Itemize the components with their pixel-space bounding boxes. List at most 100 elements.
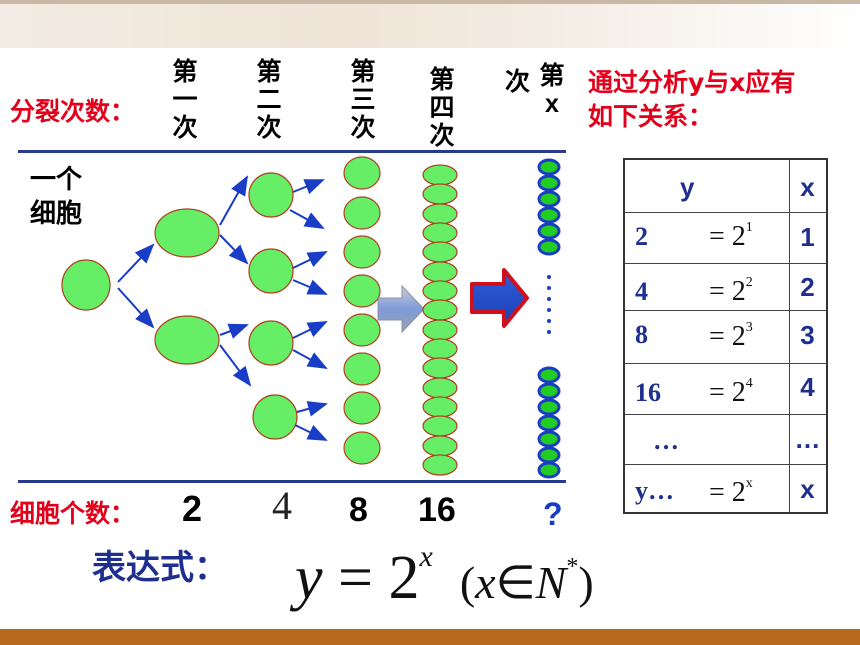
table-row-1-eq: = 21 (709, 220, 753, 253)
ellipsis-dot (547, 330, 551, 334)
cell-gen1-b (154, 315, 220, 365)
analysis-text: 通过分析y与x应有 如下关系： (588, 66, 795, 134)
gen1-char1: 第 (172, 57, 198, 86)
arrow-g1a-g2a (219, 175, 248, 226)
cell-gen4 (422, 396, 458, 418)
bottom-divider-line (18, 480, 566, 483)
genx-cells-bottom (537, 366, 561, 479)
cell-genx (537, 222, 561, 240)
generation-4-label: 第 四 次 (428, 66, 456, 150)
gen3-char2: 三 (350, 85, 376, 114)
table-row-1-x: 1 (800, 222, 815, 252)
ellipsis-dot (547, 286, 551, 290)
cell-count-genx: ? (543, 496, 563, 532)
gray-blue-right-arrow-icon (377, 284, 425, 334)
arrow-g2c-down (292, 349, 328, 369)
analysis-line-2: 如下关系： (588, 102, 714, 131)
cell-genx (537, 382, 561, 400)
table-row (625, 414, 826, 415)
cell-gen4 (422, 183, 458, 205)
table-row-1-y: 2 (635, 222, 648, 251)
table-row-2-x: 2 (800, 272, 815, 302)
cell-genx (537, 461, 561, 479)
gen3-char3: 次 (350, 113, 376, 142)
cell-gen3 (343, 156, 381, 190)
eq-text: = 2 (709, 276, 746, 307)
cell-gen4 (422, 164, 458, 186)
cell-gen2-b (248, 248, 294, 294)
cell-gen4 (422, 261, 458, 283)
generation-x-ci: 次 (505, 67, 531, 96)
cell-genx (537, 158, 561, 176)
genx-x: x (545, 90, 559, 118)
arrow-g2a-down (289, 209, 325, 229)
table-column-divider (789, 160, 790, 512)
eq-exp: 2 (745, 275, 753, 290)
eq-text: = 2 (709, 377, 746, 408)
eq-exp: 1 (745, 220, 753, 235)
header-rule (0, 0, 860, 4)
table-row-4-y: 16 (635, 378, 661, 407)
table-row-5-x: … (794, 424, 821, 454)
cell-gen4 (422, 338, 458, 360)
ellipsis-dot (547, 275, 551, 279)
table-row-6-eq: = 2x (709, 476, 753, 509)
cell-genx (537, 446, 561, 464)
gen1-char2: 一 (172, 85, 198, 114)
cell-gen3 (343, 274, 381, 308)
cell-count-gen2: 4 (272, 483, 292, 528)
red-blue-right-arrow-icon (470, 268, 529, 328)
cell-gen4 (422, 319, 458, 341)
header-banner (0, 0, 860, 48)
formula-lhs: y (295, 544, 323, 612)
table-row-3-x: 3 (800, 320, 815, 350)
eq-exp: 3 (745, 320, 753, 335)
formula: y = 2x (x∈N*) (295, 540, 594, 614)
cell-gen2-c (248, 320, 294, 366)
cell-count-label: 细胞个数： (10, 499, 136, 528)
cell-gen4 (422, 377, 458, 399)
cond-star: * (566, 554, 579, 580)
cell-genx (537, 398, 561, 416)
arrow-g2b-down (292, 279, 328, 295)
gen2-char1: 第 (256, 57, 282, 86)
formula-condition: (x∈N*) (448, 554, 594, 608)
cell-count-gen1: 2 (182, 488, 203, 529)
arrow-g0-g1b (117, 287, 155, 329)
cell-gen2-d (252, 394, 298, 440)
one-cell-line-2: 细胞 (30, 199, 83, 229)
cell-gen4 (422, 357, 458, 379)
eq-text: = 2 (709, 477, 746, 508)
cell-count-gen4: 16 (418, 491, 456, 529)
arrow-g2c-up (292, 321, 328, 339)
table-row (625, 310, 826, 311)
gen2-char2: 二 (256, 85, 282, 114)
arrow-g2d-up (296, 401, 328, 417)
footer-bar (0, 629, 860, 645)
gen4-char3: 次 (429, 121, 455, 150)
ellipsis-dot (547, 308, 551, 312)
table-row-6-x: x (800, 474, 815, 504)
table-row-3-eq: = 23 (709, 320, 753, 353)
formula-base: 2 (388, 544, 420, 612)
gen4-cells (422, 164, 458, 476)
generation-2-label: 第 二 次 (255, 58, 283, 142)
gen1-char3: 次 (172, 113, 198, 142)
cell-genx (537, 414, 561, 432)
cell-gen3 (343, 235, 381, 269)
cond-close: ) (578, 557, 594, 608)
arrow-g2b-up (292, 251, 328, 269)
formula-exp: x (419, 540, 433, 573)
cond-in: ∈ (495, 557, 536, 608)
cell-gen4 (422, 203, 458, 225)
genx-cells-top (537, 158, 561, 256)
formula-eq: = (338, 544, 373, 612)
arrow-g1b-g2c (219, 323, 249, 339)
generation-1-label: 第 一 次 (171, 58, 199, 142)
cell-genx (537, 190, 561, 208)
cell-count-gen3: 8 (349, 491, 368, 529)
table-row-2-y: 4 (635, 277, 648, 306)
cell-gen4 (422, 299, 458, 321)
gen4-char2: 四 (429, 93, 455, 122)
